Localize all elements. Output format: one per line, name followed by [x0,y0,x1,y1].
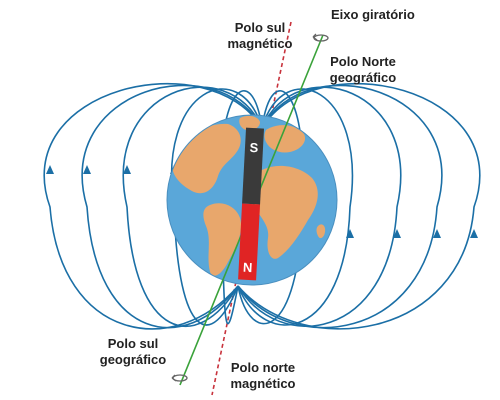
label-line: geográfico [99,352,167,367]
continent-greenland [239,115,260,131]
rotation-arrow-top-icon [312,33,329,42]
field-line-arrow [433,229,441,238]
label-line: magnético [230,376,296,391]
field-line [43,83,263,330]
field-line [237,86,402,327]
label-line: magnético [227,36,293,51]
continent-europe [264,125,306,153]
label-magnetic-south-pole: Polo sul magnético [215,20,305,52]
field-line [122,86,263,327]
bar-magnet: S N [238,127,265,281]
label-line: Polo Norte [330,54,396,69]
continent-africa [252,165,318,259]
field-line-arrow [123,165,131,174]
field-line [237,88,354,326]
label-line: Polo sul [234,20,286,35]
rotation-arrow-bottom-icon [171,374,188,382]
magnet-south-half [242,127,265,205]
continent-south-america [203,203,242,276]
field-line-arrow [346,229,354,238]
island-madagascar [316,224,326,239]
label-line: geográfico [329,70,397,85]
magnet-south-letter: S [249,140,259,155]
field-line-arrow [393,229,401,238]
field-line-arrow [83,165,91,174]
field-line-arrow [470,229,478,238]
field-line [237,83,481,330]
label-line: Polo norte [230,360,296,375]
field-line-arrow [46,165,54,174]
label-magnetic-north-pole: Polo norte magnético [218,360,308,392]
label-geographic-north-pole: Polo Norte geográfico [318,54,408,86]
label-geographic-south-pole: Polo sul geográfico [88,336,178,368]
magnet-north-letter: N [243,260,253,275]
label-line: Polo sul [107,336,159,351]
magnet-north-half [238,203,261,281]
label-rotation-axis: Eixo giratório [331,7,415,22]
